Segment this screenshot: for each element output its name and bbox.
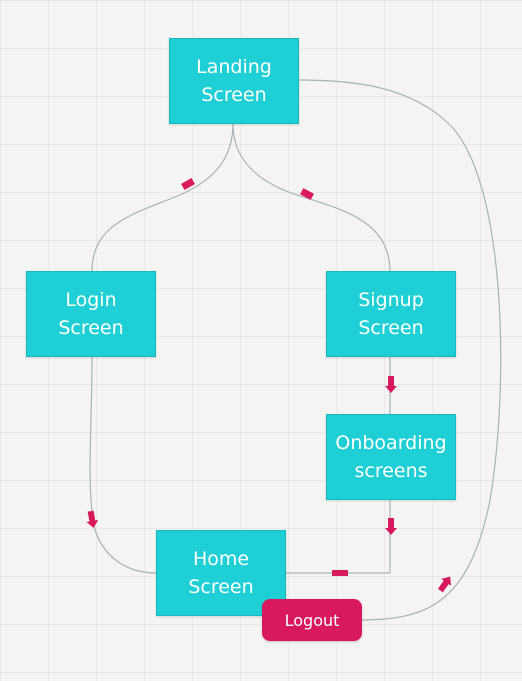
arrow-onboarding-down [385,518,397,535]
arrow-to-home-right [332,570,348,576]
logout-button[interactable]: Logout [262,599,362,641]
node-login-screen[interactable]: Login Screen [26,271,156,357]
connector-onboarding-to-home [286,500,391,574]
connector-login-to-home [89,356,157,574]
arrow-to-home-left [86,510,99,528]
arrow-to-onboarding [385,376,397,393]
node-landing-screen[interactable]: Landing Screen [169,38,299,124]
connector-landing-to-login [91,123,234,273]
node-onboarding-screens[interactable]: Onboarding screens [326,414,456,500]
connector-landing-to-signup [232,123,391,273]
arrow-to-signup [300,188,314,200]
arrow-to-login [181,177,195,191]
connector-logout-to-landing [297,79,502,621]
arrow-to-landing [437,576,452,593]
node-signup-screen[interactable]: Signup Screen [326,271,456,357]
